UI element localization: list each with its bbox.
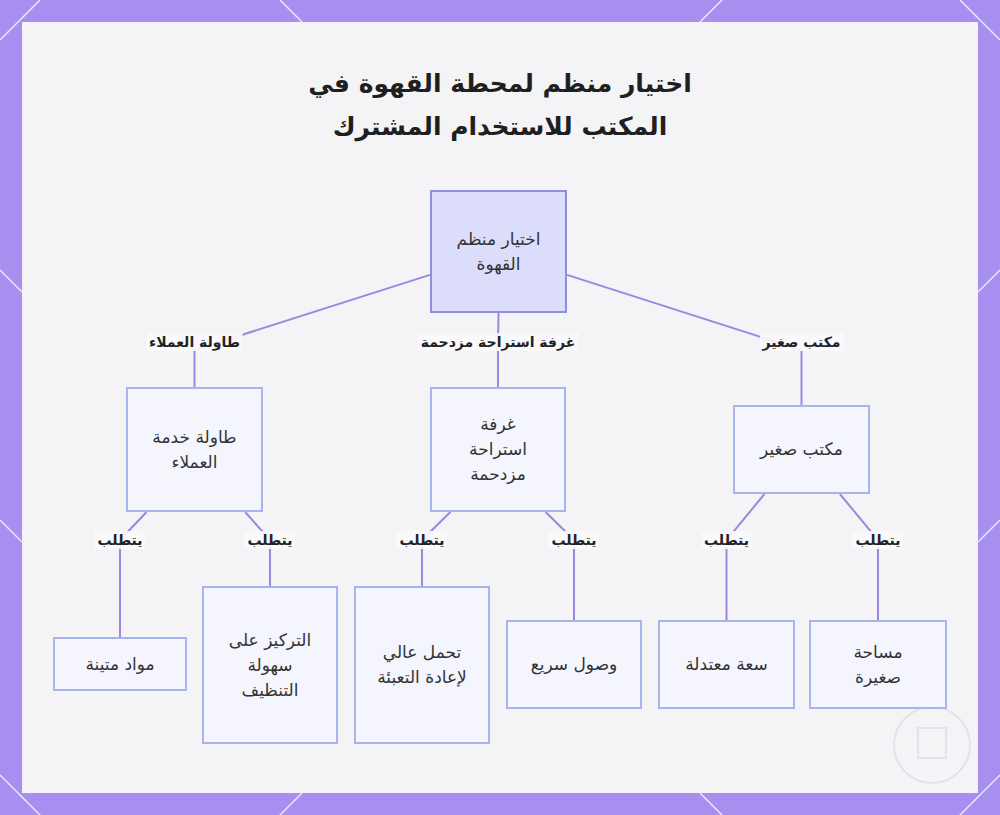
node-text: تحمل عالي لإعادة التعبئة (374, 640, 470, 690)
process-box: غرفة استراحة مزدحمة (430, 387, 566, 512)
connector-line (727, 494, 765, 620)
title-text: اختيار منظم لمحطة القهوة في المكتب للاست… (290, 62, 710, 148)
connector-line (245, 512, 270, 586)
node-text: غرفة استراحة مزدحمة (450, 412, 546, 487)
edge-label: مكتب صغير (759, 333, 843, 351)
node-text: سعة معتدلة (685, 652, 768, 677)
connector-line (120, 512, 147, 637)
node-text: اختيار منظم القهوة (451, 227, 547, 277)
connector-line (840, 494, 878, 620)
node-text: وصول سريع (531, 652, 618, 677)
corner-line (0, 520, 22, 542)
edge-label: طاولة العملاء (146, 333, 243, 351)
node-text: طاولة خدمة العملاء (147, 425, 243, 475)
process-box: التركيز على سهولة التنظيف (202, 586, 338, 744)
node-text: مواد متينة (85, 652, 154, 677)
logo-mark (894, 707, 970, 783)
corner-line (978, 270, 1000, 292)
process-box: سعة معتدلة (658, 620, 795, 709)
connector-line (195, 275, 431, 387)
panel (22, 22, 978, 793)
corner-line (0, 270, 22, 292)
corner-line (700, 793, 722, 815)
connector-line (567, 275, 802, 405)
process-box: طاولة خدمة العملاء (126, 387, 263, 512)
process-box: مكتب صغير (733, 405, 870, 494)
process-box: تحمل عالي لإعادة التعبئة (354, 586, 490, 744)
corner-line (280, 793, 302, 815)
connector-line (497, 313, 500, 387)
connector-line (546, 512, 574, 620)
corner-line (280, 0, 302, 22)
panel-shade (22, 22, 978, 793)
process-box: مساحة صغيرة (809, 620, 947, 709)
connector-line (422, 512, 450, 586)
node-text: التركيز على سهولة التنظيف (222, 628, 318, 703)
corner-line (978, 520, 1000, 542)
node-text: مساحة صغيرة (830, 640, 926, 690)
logo-mark (918, 728, 946, 758)
node-text: مكتب صغير (760, 437, 843, 462)
process-box: وصول سريع (506, 620, 642, 709)
diagram-title: اختيار منظم لمحطة القهوة في المكتب للاست… (290, 62, 710, 148)
corner-line (700, 0, 722, 22)
root-box: اختيار منظم القهوة (430, 190, 567, 313)
process-box: مواد متينة (53, 637, 187, 691)
